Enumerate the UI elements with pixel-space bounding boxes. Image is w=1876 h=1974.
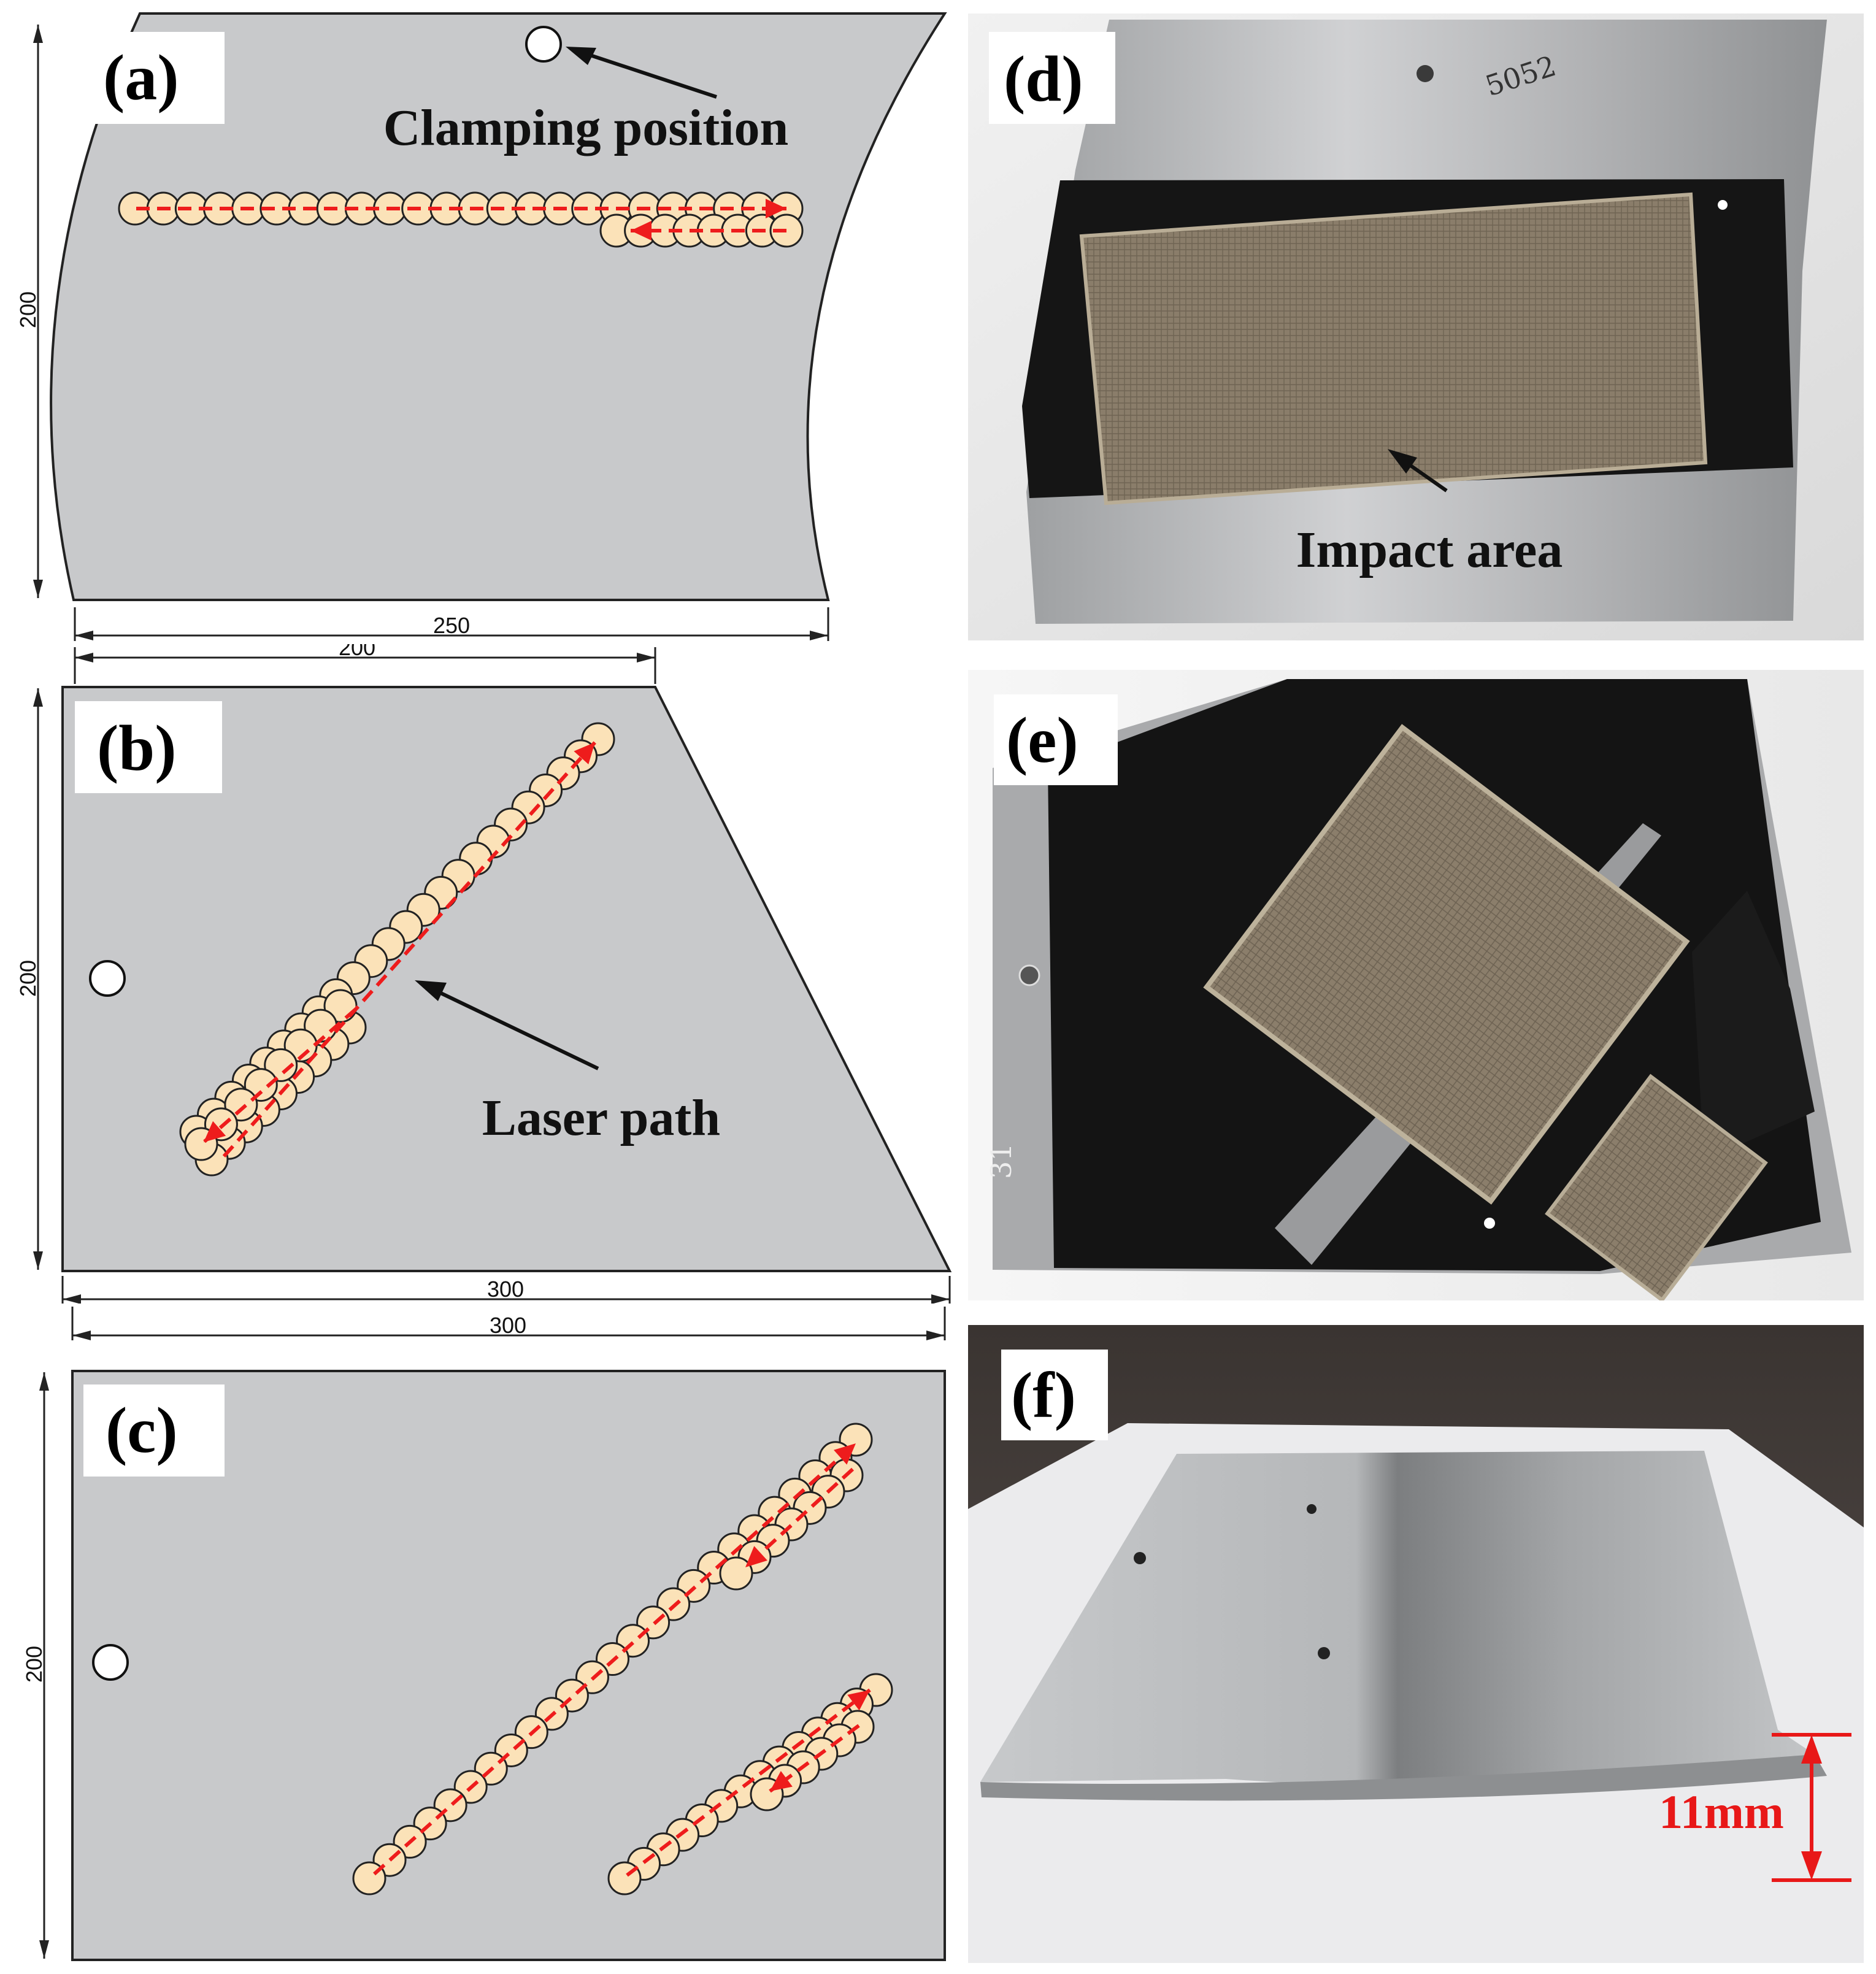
panel-a-drawing: 200 250 Clamping position <box>15 12 947 641</box>
measurement-label: 11mm <box>1659 1785 1784 1838</box>
panel-f-image: 11mm <box>968 1325 1864 1963</box>
panel-d-photo: 5052 Impact area (d) <box>968 13 1864 640</box>
laser-path-arrow <box>222 740 597 1158</box>
panel-d-label: (d) <box>1004 43 1083 115</box>
annotation-laser-path: Laser path <box>482 1089 720 1146</box>
panel-f-photo: 11mm (f) <box>968 1325 1864 1963</box>
panel-e-image: 31 <box>968 670 1864 1300</box>
panel-c-label: (c) <box>106 1394 178 1466</box>
dim-b-top: 200 <box>339 644 375 660</box>
annotation-clamping-position: Clamping position <box>383 99 789 156</box>
panel-a: 200 250 Clamping position (a) <box>0 0 957 644</box>
laser-path-arrow <box>373 1442 857 1876</box>
dim-b-bottom: 300 <box>487 1277 524 1302</box>
laser-arrowhead <box>847 1690 870 1711</box>
plate-b <box>61 686 952 1272</box>
laser-arrowhead <box>770 1770 793 1791</box>
spots-c <box>352 1423 893 1895</box>
spots-a <box>118 191 804 248</box>
laser-arrowhead <box>631 221 652 240</box>
panel-c: 300 200 (c) <box>0 1304 957 1971</box>
dim-a-width: 250 <box>433 613 470 638</box>
clamping-hole-c <box>92 1644 129 1681</box>
handwriting-e: 31 <box>985 1143 1018 1179</box>
laser-path-arrow <box>202 1007 357 1144</box>
laser-path-arrow <box>744 1467 855 1569</box>
laser-arrowhead <box>745 1546 767 1567</box>
panel-e-photo: 31 (e) <box>968 670 1864 1300</box>
laser-arrowhead <box>204 1121 226 1142</box>
clamping-hole-b <box>89 960 126 997</box>
dim-a-height: 200 <box>15 291 40 328</box>
panel-f-label: (f) <box>1011 1359 1076 1431</box>
laser-arrowhead <box>574 742 595 764</box>
annotation-impact-area: Impact area <box>1296 521 1563 578</box>
laser-spot <box>719 1556 753 1591</box>
panel-b-drawing: 200 200 300 Laser path <box>15 635 952 1304</box>
panel-b-label: (b) <box>97 712 177 784</box>
panel-e-label: (e) <box>1006 704 1078 776</box>
dim-b-height: 200 <box>15 960 40 997</box>
laser-arrowhead <box>766 199 786 218</box>
dim-c-width: 300 <box>490 1313 526 1338</box>
laser-arrowhead <box>833 1443 856 1465</box>
panel-a-label: (a) <box>103 42 179 113</box>
dim-c-height: 200 <box>21 1646 47 1683</box>
laser-path-arrow <box>626 1688 871 1877</box>
panel-b: 200 200 300 Laser path (b) <box>0 635 957 1304</box>
clamping-hole-a <box>525 26 562 63</box>
panel-d-image: 5052 Impact area <box>968 13 1864 640</box>
plate-a <box>50 12 947 601</box>
spots-b <box>179 722 615 1177</box>
